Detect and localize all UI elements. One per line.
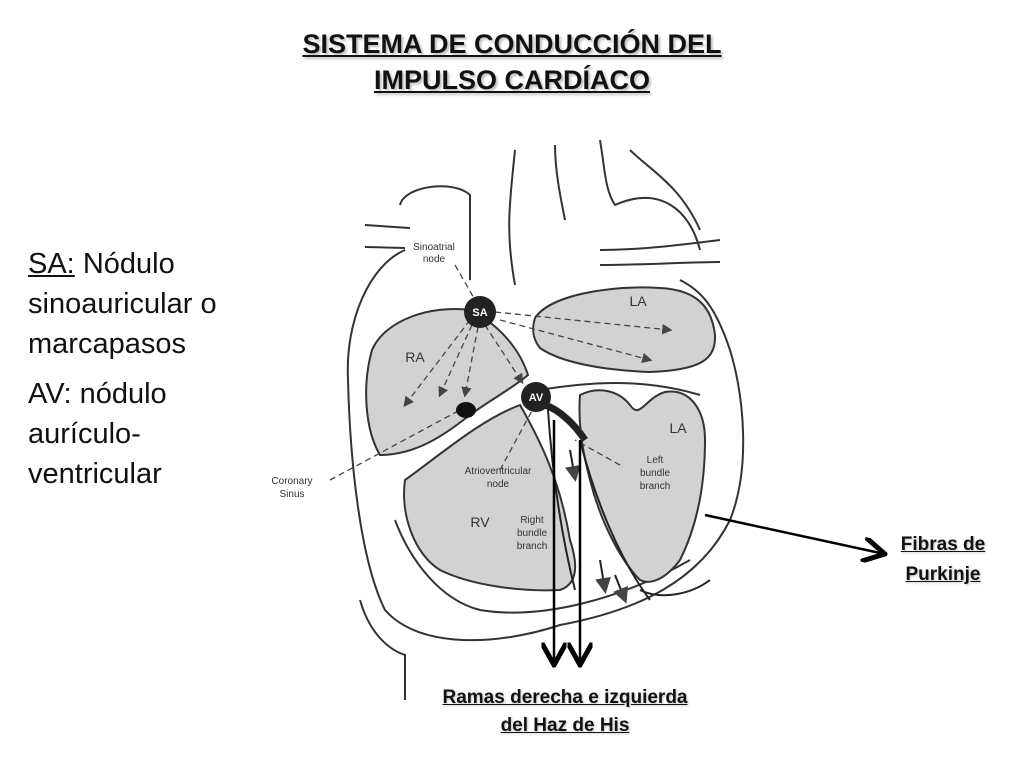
- callout-his: Ramas derecha e izquierda del Haz de His: [400, 684, 730, 740]
- label-rv: RV: [470, 514, 490, 530]
- left-bundle-leader: [574, 439, 621, 466]
- label-coronary-2: Sinus: [279, 489, 304, 500]
- pulmonary-vessel: [599, 239, 721, 266]
- superior-vena-cava: [399, 185, 471, 280]
- sa-to-av: [484, 324, 524, 385]
- heart-main-outline: [346, 249, 745, 642]
- left-vessel: [364, 224, 411, 249]
- callout-his-line-1: Ramas derecha e izquierda: [442, 687, 688, 708]
- label-sinoatrial-2: node: [423, 254, 446, 265]
- legend: SA: Nódulo sinoauricular o marcapasos AV…: [28, 244, 258, 504]
- label-left-bundle-2: bundle: [640, 468, 670, 479]
- right-branch-line: [547, 409, 576, 591]
- label-left-bundle-1: Left: [647, 455, 664, 466]
- left-branch-line: [579, 439, 651, 601]
- legend-av-text: nódulo aurículo-ventricular: [28, 378, 167, 490]
- bundle-branches: [543, 401, 711, 604]
- right-ventricle: [403, 403, 577, 592]
- his-bundle: [543, 401, 588, 442]
- av-node: AV: [521, 382, 551, 412]
- label-right-bundle-3: branch: [517, 541, 548, 552]
- conduction-paths: [329, 264, 673, 481]
- sa-node-label: SA: [472, 307, 487, 319]
- sa-to-ra-3: [461, 326, 479, 398]
- left-ventricle: [578, 389, 707, 583]
- right-atrium: [365, 308, 530, 457]
- av-label-leader: [499, 404, 536, 471]
- label-la-top: LA: [629, 293, 647, 309]
- purkinje-fiber-3: [639, 579, 711, 597]
- label-right-bundle-1: Right: [520, 515, 544, 526]
- aorta-right: [629, 149, 701, 231]
- purkinje-fiber-4: [565, 449, 581, 482]
- septum-curve: [539, 382, 701, 396]
- label-av-1: Atrioventricular: [465, 466, 532, 477]
- label-sinoatrial-1: Sinoatrial: [413, 242, 455, 253]
- sinoatrial-leader: [454, 264, 476, 301]
- callout-purkinje-line-1: Fibras de: [900, 534, 986, 555]
- sa-to-ra-2: [438, 324, 473, 398]
- label-av-2: node: [487, 479, 510, 490]
- coronary-leader: [329, 409, 461, 481]
- legend-av-key: AV:: [28, 378, 72, 410]
- ventricle-outline: [394, 519, 691, 614]
- legend-sa: SA: Nódulo sinoauricular o marcapasos: [28, 244, 258, 364]
- chambers: [365, 286, 717, 592]
- coronary-sinus-mark: [456, 402, 476, 418]
- callout-his-line-2: del Haz de His: [500, 715, 630, 736]
- label-coronary-1: Coronary: [271, 476, 312, 487]
- left-atrium-top: [532, 286, 717, 374]
- legend-sa-key: SA:: [28, 248, 75, 280]
- legend-av: AV: nódulo aurículo-ventricular: [28, 374, 258, 494]
- heart-outer-left: [359, 599, 406, 700]
- title-line-1: SISTEMA DE CONDUCCIÓN DEL: [302, 29, 722, 59]
- sa-to-la-down: [499, 319, 653, 364]
- purkinje-fiber-2: [613, 574, 628, 604]
- av-node-label: AV: [529, 392, 544, 404]
- label-la-lower: LA: [669, 420, 687, 436]
- purkinje-fiber-1: [595, 559, 611, 594]
- diagram-labels: Sinoatrial node LA RA LA Coronary Sinus …: [271, 242, 687, 552]
- callout-purkinje: Fibras de Purkinje: [868, 530, 1018, 590]
- callout-arrows: [554, 420, 880, 660]
- purkinje-arrow: [704, 513, 880, 553]
- label-ra: RA: [405, 349, 425, 365]
- sa-node: SA: [464, 296, 496, 328]
- callout-purkinje-line-2: Purkinje: [905, 564, 981, 585]
- label-right-bundle-2: bundle: [517, 528, 547, 539]
- aorta-arch: [508, 139, 701, 286]
- label-left-bundle-3: branch: [640, 481, 671, 492]
- page-title: SISTEMA DE CONDUCCIÓN DEL IMPULSO CARDÍA…: [212, 26, 812, 98]
- legend-sa-text: Nódulo sinoauricular o marcapasos: [28, 248, 217, 360]
- heart-outline: [346, 139, 745, 700]
- sa-to-ra-1: [403, 319, 471, 408]
- title-line-2: IMPULSO CARDÍACO: [374, 65, 650, 95]
